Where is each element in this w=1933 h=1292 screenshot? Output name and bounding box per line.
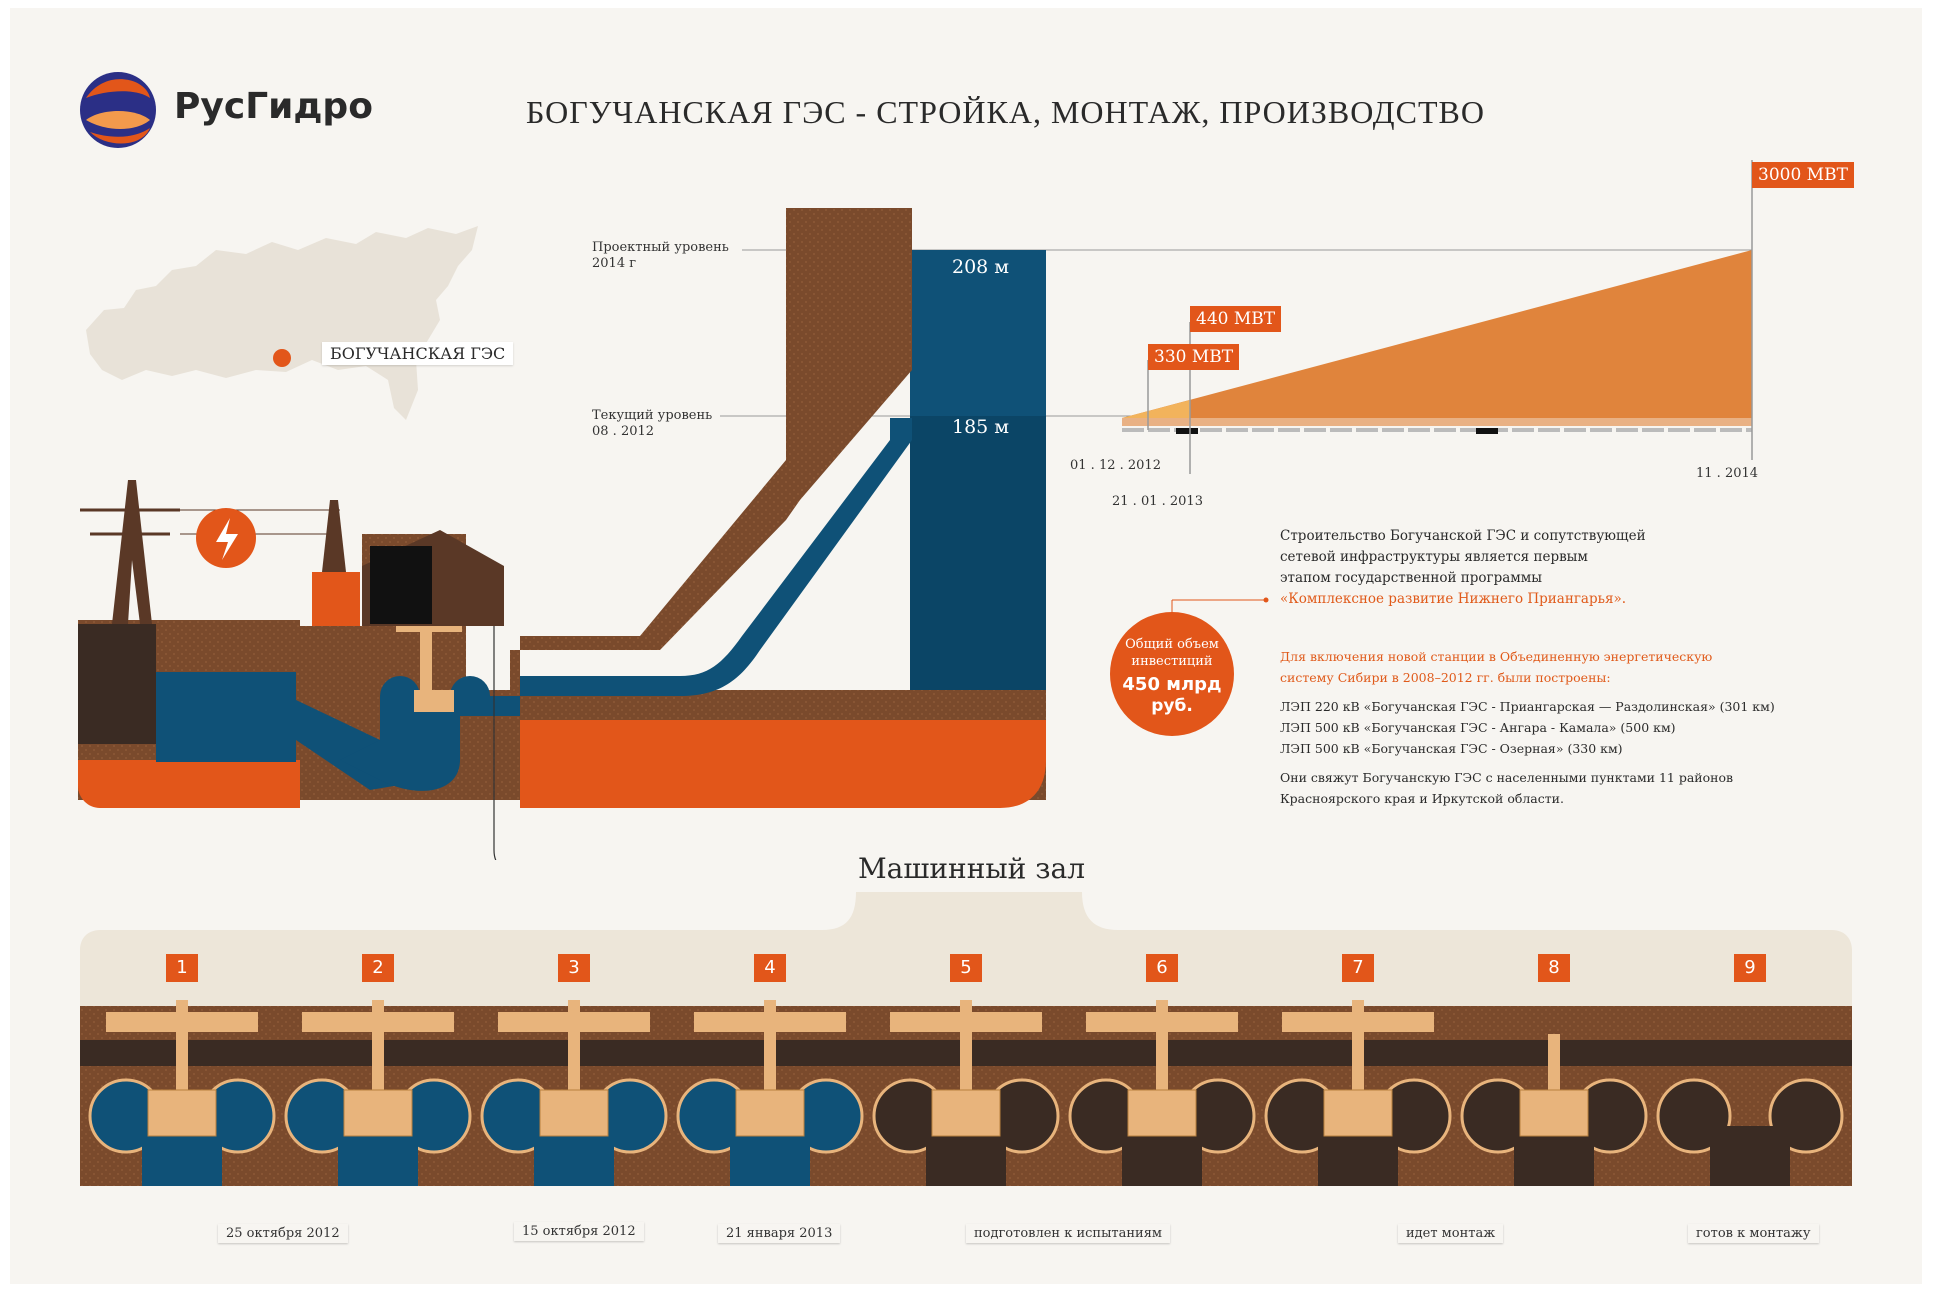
current-level-line2: 08 . 2012	[592, 424, 655, 439]
info-intro: Строительство Богучанской ГЭС и сопутств…	[1280, 526, 1646, 610]
design-level-value: 208 м	[952, 256, 1010, 278]
investment-badge: Общий объем инвестиций 450 млрд руб.	[1110, 612, 1234, 736]
status-label-unit-3: 15 октября 2012	[514, 1222, 644, 1241]
machine-hall-title: Машинный зал	[858, 852, 1085, 885]
date-21-01-2013: 21 . 01 . 2013	[1112, 494, 1203, 509]
info-intro-line1: Строительство Богучанской ГЭС и сопутств…	[1280, 528, 1646, 544]
info-power-line-3: ЛЭП 500 кВ «Богучанская ГЭС - Озерная» (…	[1280, 741, 1623, 756]
info-connect-line1: Они свяжут Богучанскую ГЭС с населенными…	[1280, 770, 1734, 785]
info-intro-line2: сетевой инфраструктуры является первым	[1280, 549, 1588, 565]
unit-number-badge-4: 4	[754, 954, 786, 982]
unit-number-badge-5: 5	[950, 954, 982, 982]
power-growth-area	[1122, 250, 1752, 418]
brand-name: РусГидро	[174, 86, 373, 127]
generator-unit-8	[1460, 1034, 1648, 1186]
generator-unit-6	[1068, 1000, 1256, 1186]
generator-unit-7	[1264, 1000, 1452, 1186]
investment-label-line2: инвестиций	[1131, 654, 1213, 669]
date-11-2014: 11 . 2014	[1696, 466, 1759, 481]
design-level-line1: Проектный уровень	[592, 240, 729, 255]
info-grid-line2: систему Сибири в 2008–2012 гг. были пост…	[1280, 670, 1611, 685]
flag-3000-mw: 3000 МВТ	[1752, 162, 1854, 188]
info-connect-line2: Красноярского края и Иркутской области.	[1280, 791, 1564, 806]
investment-value: 450 млрд	[1122, 674, 1222, 695]
info-power-line-2: ЛЭП 500 кВ «Богучанская ГЭС - Ангара - К…	[1280, 720, 1676, 735]
rushydro-logo-icon	[80, 72, 156, 148]
station-location-marker	[273, 349, 291, 367]
info-grid: Для включения новой станции в Объединенн…	[1280, 646, 1775, 809]
generator-unit-4	[676, 1000, 864, 1186]
design-level-label: Проектный уровень 2014 г	[592, 240, 729, 272]
unit-number-badge-1: 1	[166, 954, 198, 982]
investment-unit: руб.	[1151, 696, 1193, 716]
current-level-value: 185 м	[952, 416, 1010, 438]
unit-number-badge-7: 7	[1342, 954, 1374, 982]
status-label-unit-9: готов к монтажу	[1688, 1224, 1819, 1243]
current-level-label: Текущий уровень 08 . 2012	[592, 408, 712, 440]
flag-440-mw: 440 МВТ	[1190, 306, 1282, 332]
date-01-12-2012: 01 . 12 . 2012	[1070, 458, 1161, 473]
status-label-unit-4: 21 января 2013	[718, 1224, 841, 1243]
map-station-label: БОГУЧАНСКАЯ ГЭС	[322, 342, 514, 365]
status-label-unit-1-2: 25 октября 2012	[218, 1224, 348, 1243]
generator-unit-5	[872, 1000, 1060, 1186]
status-label-unit-5-6: подготовлен к испытаниям	[966, 1224, 1171, 1243]
generator-unit-3	[480, 1000, 668, 1186]
design-level-line2: 2014 г	[592, 256, 637, 271]
info-intro-line3: этапом государственной программы	[1280, 570, 1543, 586]
dam-cross-section	[78, 208, 1752, 860]
page-title: БОГУЧАНСКАЯ ГЭС - СТРОЙКА, МОНТАЖ, ПРОИЗ…	[526, 94, 1485, 130]
russia-map	[86, 226, 478, 420]
current-level-line1: Текущий уровень	[592, 408, 713, 423]
generator-unit-1	[88, 1000, 276, 1186]
status-label-unit-7-8: идет монтаж	[1398, 1224, 1504, 1243]
unit-number-badge-9: 9	[1734, 954, 1766, 982]
unit-number-badge-6: 6	[1146, 954, 1178, 982]
generator-unit-9	[1656, 1078, 1844, 1186]
flag-330-mw: 330 МВТ	[1148, 344, 1240, 370]
info-power-line-1: ЛЭП 220 кВ «Богучанская ГЭС - Приангарск…	[1280, 699, 1775, 714]
info-program: «Комплексное развитие Нижнего Приангарья…	[1280, 591, 1627, 607]
generator-unit-2	[284, 1000, 472, 1186]
investment-label-line1: Общий объем	[1125, 637, 1219, 652]
info-grid-line1: Для включения новой станции в Объединенн…	[1280, 649, 1713, 664]
unit-number-badge-8: 8	[1538, 954, 1570, 982]
unit-number-badge-2: 2	[362, 954, 394, 982]
unit-number-badge-3: 3	[558, 954, 590, 982]
